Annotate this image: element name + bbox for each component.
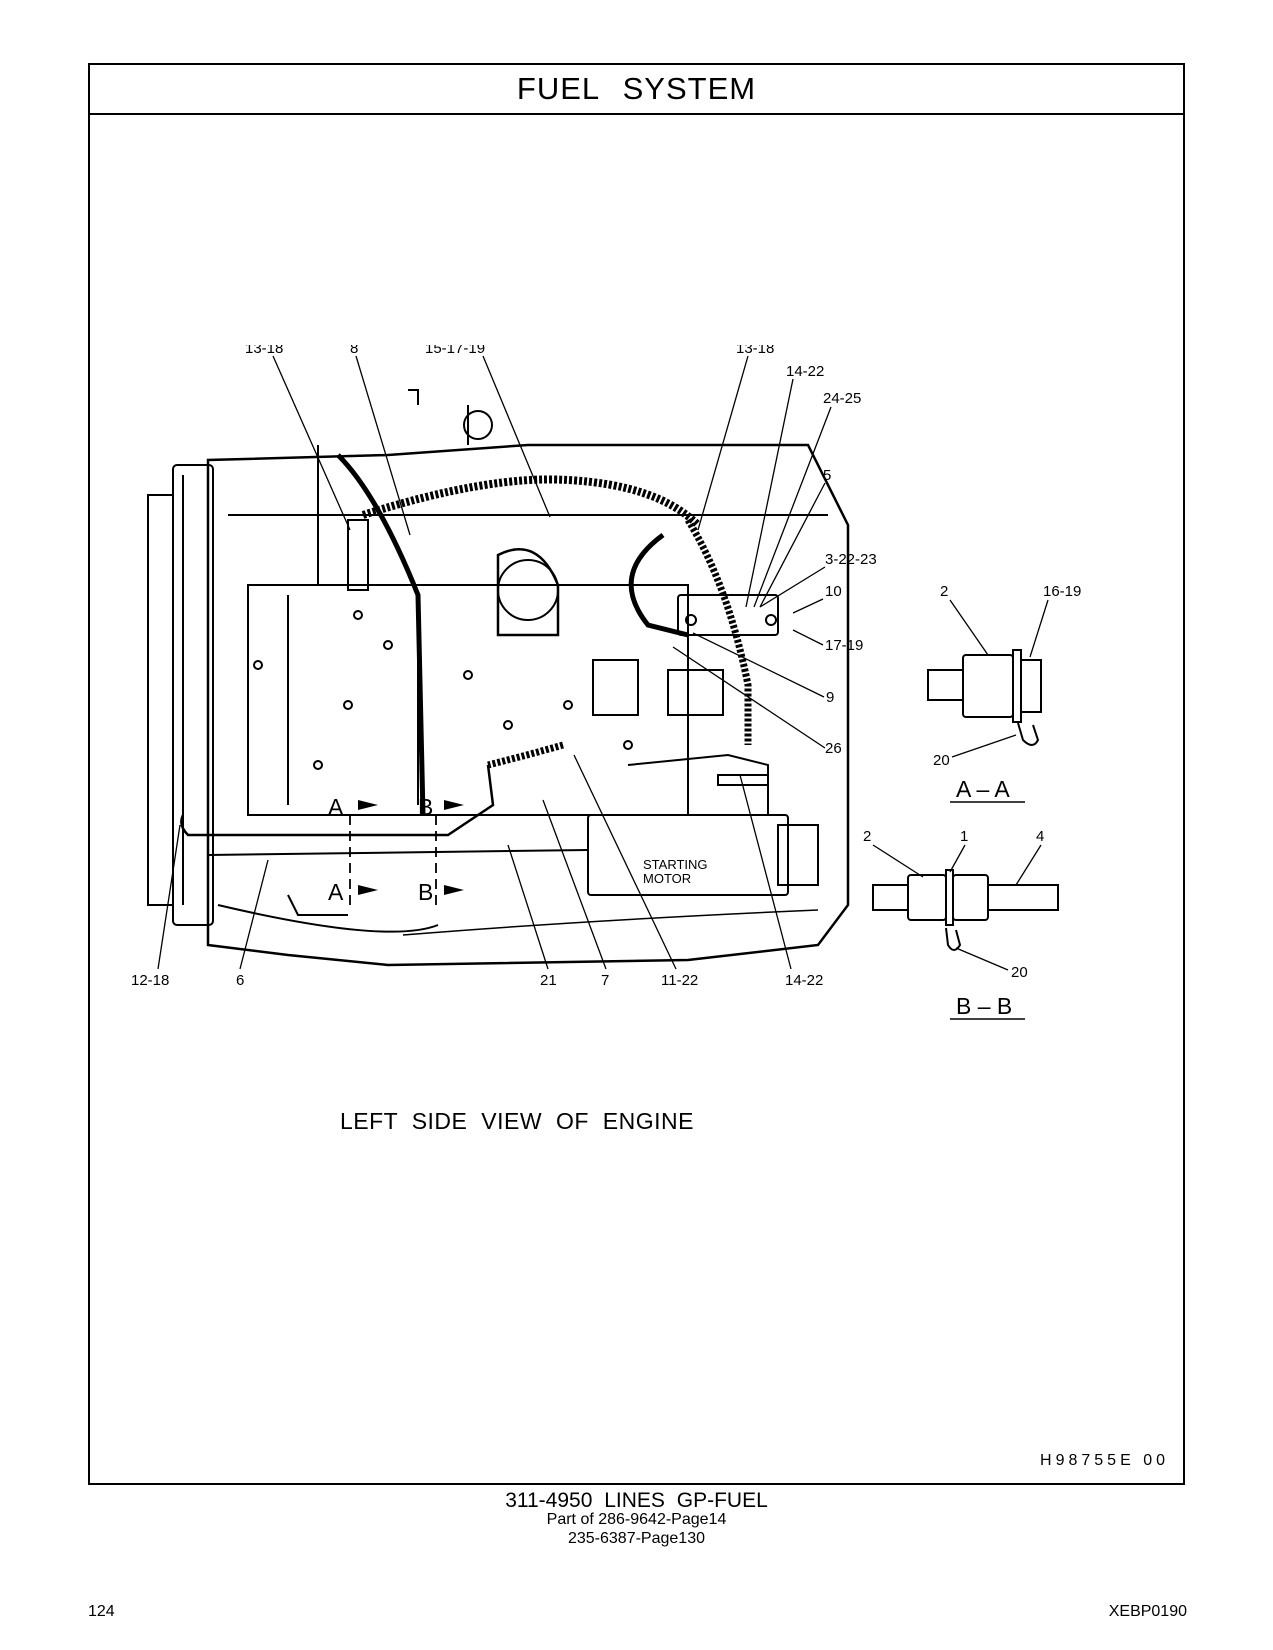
engine-drawing	[147, 389, 850, 967]
callout-13-18-left: 13-18	[245, 345, 283, 357]
callout-7: 7	[601, 972, 609, 989]
page-reference: 235-6387-Page130	[567, 1530, 705, 1547]
section-bb-title: B – B	[956, 993, 1012, 1019]
callout-14-22-bottom: 14-22	[785, 972, 823, 989]
document-id: XEBP0190	[1108, 1603, 1187, 1620]
view-title: LEFT SIDE VIEW OF ENGINE	[340, 1108, 694, 1134]
drawing-id: H98755E 00	[1040, 1452, 1169, 1469]
starting-motor-label-1: STARTING	[643, 857, 708, 872]
callout-5: 5	[823, 467, 831, 484]
page-frame: FUEL SYSTEM	[88, 63, 1185, 1485]
callout-10: 10	[825, 583, 842, 600]
callout-11-22: 11-22	[661, 972, 698, 989]
callout-24-25: 24-25	[823, 390, 861, 407]
section-marker-b-top: B	[418, 794, 433, 820]
callout-15-17-19: 15-17-19	[425, 345, 485, 357]
callout-26: 26	[825, 740, 842, 757]
callout-6: 6	[236, 972, 244, 989]
section-marker-a-bottom: A	[328, 879, 344, 905]
bb-callout-4: 4	[1036, 828, 1044, 845]
bb-callout-1: 1	[960, 828, 968, 845]
page-number: 124	[88, 1603, 115, 1620]
section-marker-b-bottom: B	[418, 879, 433, 905]
callout-14-22-top: 14-22	[786, 363, 824, 380]
starting-motor-label-2: MOTOR	[643, 871, 691, 886]
part-of-reference: Part of 286-9642-Page14	[546, 1511, 727, 1528]
leader-lines	[157, 355, 832, 970]
aa-callout-16-19: 16-19	[1043, 583, 1081, 600]
part-title: 311-4950 LINES GP-FUEL	[505, 1489, 768, 1512]
callout-13-18-right: 13-18	[736, 345, 774, 357]
callout-12-18: 12-18	[131, 972, 169, 989]
section-aa-detail	[927, 599, 1049, 803]
aa-callout-20: 20	[933, 752, 950, 769]
callout-21: 21	[540, 972, 557, 989]
section-marker-a-top: A	[328, 794, 344, 820]
bb-callout-20: 20	[1011, 964, 1028, 981]
engine-diagram: A B A B STARTING MOTOR 13-18 8 15-17-19 …	[131, 345, 1081, 1020]
section-bb-detail	[872, 844, 1059, 1020]
section-arrows	[358, 800, 464, 895]
section-aa-title: A – A	[956, 776, 1010, 802]
callout-9: 9	[826, 689, 834, 706]
page-title: FUEL SYSTEM	[90, 65, 1183, 115]
callout-17-19: 17-19	[825, 637, 863, 654]
callout-8: 8	[350, 345, 358, 357]
aa-callout-2: 2	[940, 583, 948, 600]
bb-callout-2: 2	[863, 828, 871, 845]
callout-3-22-23: 3-22-23	[825, 551, 877, 568]
